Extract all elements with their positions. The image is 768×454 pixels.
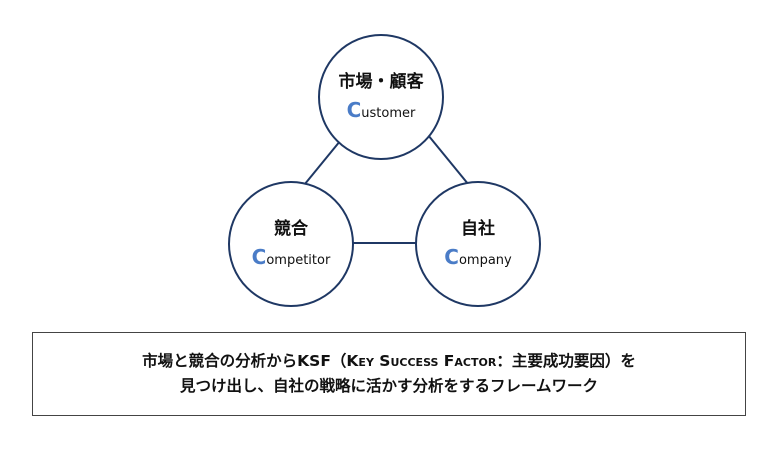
customer-title: 市場・顧客 (338, 71, 424, 92)
customer-circle: 市場・顧客 Customer (318, 34, 444, 160)
company-title: 自社 (461, 218, 495, 239)
company-rest: ompany (458, 253, 512, 269)
competitor-rest: ompetitor (266, 253, 331, 269)
customer-rest: ustomer (361, 106, 416, 122)
caption-line-1-pre: 市場と競合の分析からKSF（ (142, 352, 347, 371)
company-subtitle: Company (444, 245, 511, 269)
competitor-circle: 競合 Competitor (228, 181, 354, 307)
caption-box: 市場と競合の分析からKSF（Key Success Factor：主要成功要因）… (32, 332, 746, 416)
caption-line-1: 市場と競合の分析からKSF（Key Success Factor：主要成功要因）… (142, 349, 636, 374)
competitor-subtitle: Competitor (252, 245, 331, 269)
customer-initial: C (346, 98, 362, 123)
3c-diagram: 市場・顧客 Customer 競合 Competitor 自社 Company (228, 34, 541, 307)
caption-line-1-post: ：主要成功要因）を (496, 352, 636, 371)
caption-ksf-term: Key Success Factor (346, 352, 497, 371)
caption-line-2: 見つけ出し、自社の戦略に活かす分析をするフレームワーク (179, 377, 599, 395)
connector-customer-competitor (299, 134, 346, 191)
connector-lines (299, 134, 474, 244)
company-circle: 自社 Company (415, 181, 541, 307)
connector-customer-company (427, 134, 474, 191)
competitor-initial: C (251, 245, 267, 270)
customer-subtitle: Customer (347, 98, 416, 122)
company-initial: C (444, 245, 459, 270)
competitor-title: 競合 (274, 218, 308, 239)
